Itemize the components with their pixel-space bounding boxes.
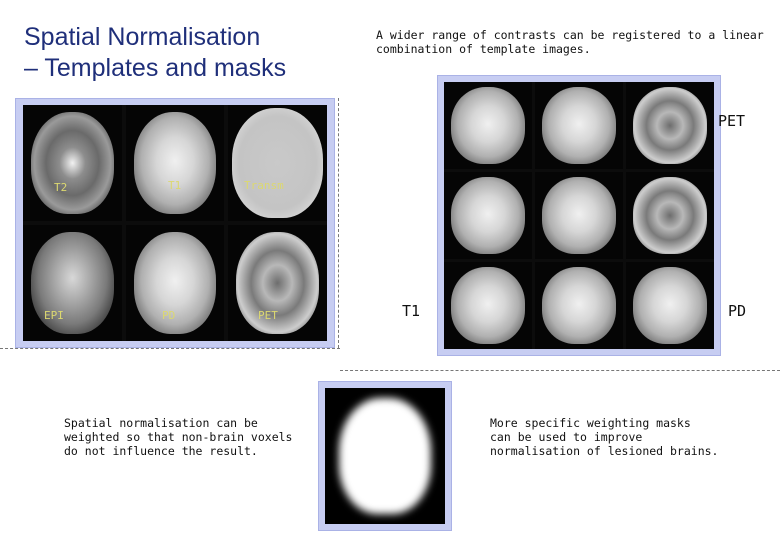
horizontal-divider-left: [0, 348, 340, 349]
template-cell-pd: [125, 225, 225, 341]
combination-cell: [535, 172, 623, 259]
combination-label-t1: T1: [402, 302, 421, 320]
template-grid-frame: T2 T1 Transm EPI PD PET: [15, 98, 335, 348]
vertical-divider: [338, 98, 339, 348]
label-t2: T2: [54, 181, 68, 194]
combination-cell: [535, 82, 623, 169]
brain-image: [451, 87, 525, 164]
combination-cell: [626, 262, 714, 349]
brain-image: [451, 177, 525, 254]
brain-image: [542, 177, 616, 254]
combination-cell: [535, 262, 623, 349]
weighting-mask-frame: [318, 381, 452, 531]
template-cell-transm: [228, 105, 327, 221]
label-t1: T1: [168, 179, 182, 192]
combination-label-pd: PD: [728, 302, 747, 320]
right-note-line-3: normalisation of lesioned brains.: [490, 444, 719, 458]
template-cell-pet: [228, 225, 327, 341]
brain-image: [30, 111, 114, 215]
brain-image: [633, 267, 707, 344]
brain-image: [232, 108, 324, 218]
combination-cell: [444, 262, 532, 349]
brain-image: [633, 177, 707, 254]
brain-image: [542, 267, 616, 344]
top-note-line-2: combination of template images.: [376, 42, 591, 56]
horizontal-divider-right: [340, 370, 780, 371]
title-line-2: – Templates and masks: [24, 54, 287, 82]
combination-cell: [444, 82, 532, 169]
right-note: More specific weighting masks can be use…: [490, 416, 718, 458]
left-note-line-3: do not influence the result.: [64, 444, 258, 458]
brain-image: [133, 111, 217, 215]
combination-grid: [444, 82, 714, 349]
template-cell-t1: [125, 105, 225, 221]
left-note-line-1: Spatial normalisation can be: [64, 416, 258, 430]
template-grid: [23, 105, 327, 341]
combination-cell: [444, 172, 532, 259]
template-cell-t2: [23, 105, 122, 221]
top-note: A wider range of contrasts can be regist…: [376, 28, 764, 56]
template-cell-epi: [23, 225, 122, 341]
label-pet: PET: [258, 309, 278, 322]
title-line-1: Spatial Normalisation: [24, 23, 261, 51]
brain-image: [236, 231, 320, 335]
right-note-line-2: can be used to improve: [490, 430, 643, 444]
combination-label-pet: PET: [718, 112, 746, 130]
label-pd: PD: [162, 309, 176, 322]
combination-cell: [626, 82, 714, 169]
label-transm: Transm: [244, 179, 284, 192]
left-note-line-2: weighted so that non-brain voxels: [64, 430, 293, 444]
slide-title: Spatial Normalisation – Templates and ma…: [24, 22, 286, 84]
top-note-line-1: A wider range of contrasts can be regist…: [376, 28, 764, 42]
brain-image: [451, 267, 525, 344]
brain-image: [30, 231, 114, 335]
left-note: Spatial normalisation can be weighted so…: [64, 416, 292, 458]
label-epi: EPI: [44, 309, 64, 322]
brain-image: [633, 87, 707, 164]
weighting-mask-image: [325, 388, 445, 524]
combination-cell: [626, 172, 714, 259]
right-note-line-1: More specific weighting masks: [490, 416, 691, 430]
brain-mask-shape: [339, 397, 431, 515]
combination-grid-frame: [437, 75, 721, 356]
brain-image: [542, 87, 616, 164]
brain-image: [133, 231, 217, 335]
